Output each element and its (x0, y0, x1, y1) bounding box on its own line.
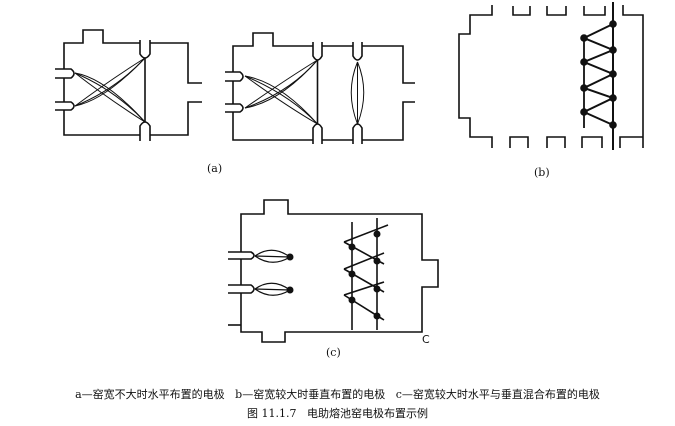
panel-c-label: (c) (326, 346, 341, 359)
current-paths (74, 57, 146, 123)
panel-c-furnace (228, 199, 439, 343)
figure-legend: a—窑宽不大时水平布置的电极 b—窑宽较大时垂直布置的电极 c—窑宽较大时水平与… (75, 388, 600, 401)
panel-c-corner-mark: C (422, 333, 430, 346)
zigzag-electrodes (581, 23, 616, 126)
panel-b-label: (b) (534, 166, 550, 179)
top-electrode (139, 40, 151, 59)
panel-a-label: (a) (207, 162, 223, 175)
bottom-electrode (139, 121, 151, 141)
panel-b-furnace (458, 2, 644, 150)
left-electrode-lower (55, 101, 75, 111)
figure-title: 图 11.1.7 电助熔池窑电极布置示例 (247, 407, 428, 420)
panel-a-left-furnace (55, 29, 202, 141)
left-electrode-upper (55, 68, 75, 79)
electrode-dots (580, 20, 617, 129)
panel-a-right-furnace (225, 32, 415, 144)
